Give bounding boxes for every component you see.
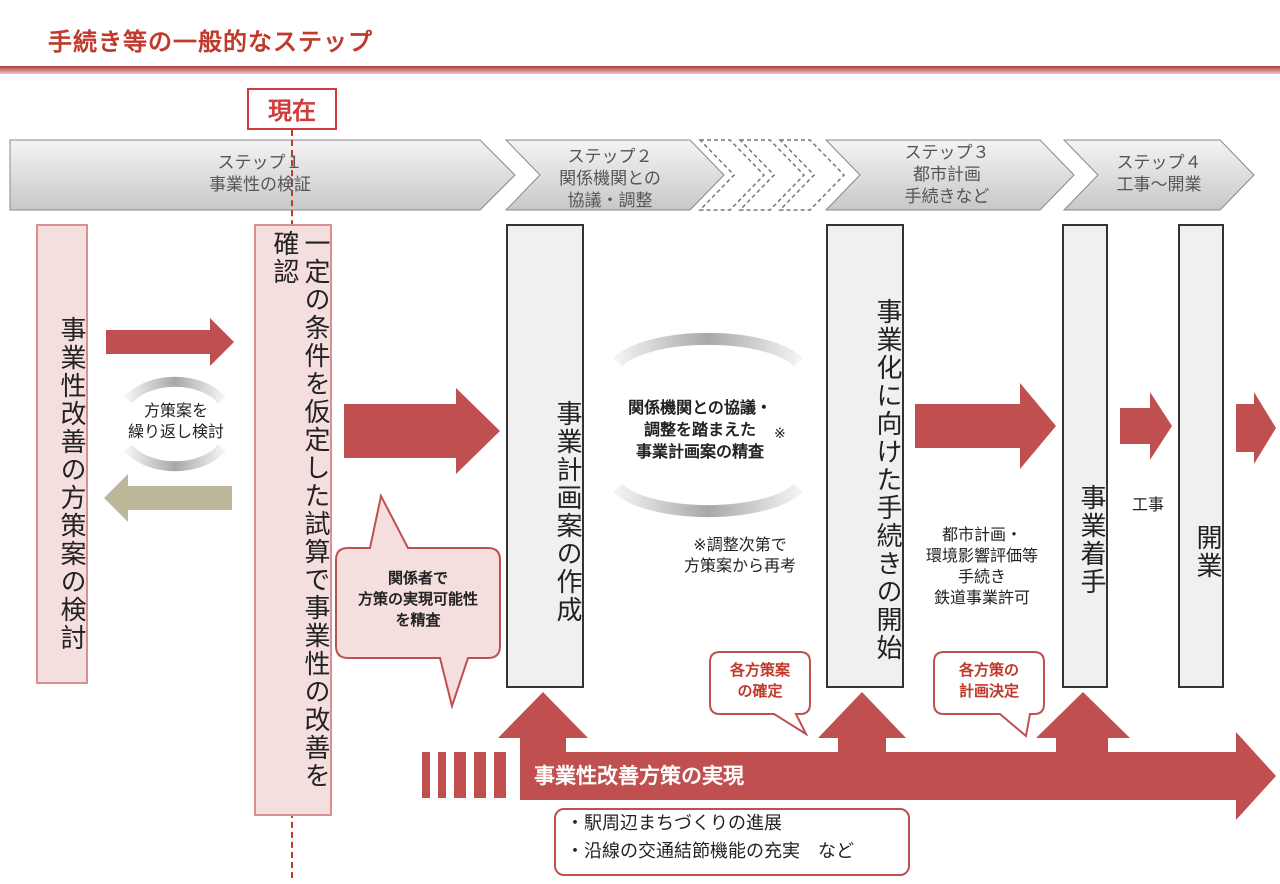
bullets-box: ・駅周辺まちづくりの進展 ・沿線の交通結節機能の充実 など [554, 808, 910, 876]
red-arrow-main [344, 388, 500, 474]
note-line2: 方策案から再考 [683, 556, 796, 575]
callout-a-text: 各方策案 の確定 [710, 660, 810, 702]
step2-subtitle-1: 関係機関との [559, 169, 661, 189]
callout-b-line2: 計画決定 [958, 682, 1019, 700]
step2-chevron [504, 139, 725, 211]
step4-chevron [1062, 139, 1255, 211]
procedures-text: 都市計画・ 環境影響評価等 手続き 鉄道事業許可 [904, 524, 1060, 608]
plan-box: 事業計画案の作成 [506, 224, 584, 688]
step1-title: ステップ１ [217, 153, 303, 173]
callout-left-shape [335, 493, 501, 710]
loop-left-line2: 繰り返し検討 [127, 422, 224, 441]
start-box: 事業着手 [1062, 224, 1108, 688]
olive-arrow-left-small [104, 474, 232, 522]
step1-chevron [9, 139, 516, 211]
step1-subtitle: 事業性の検証 [209, 175, 311, 195]
red-arrow-procedure [915, 383, 1056, 469]
improvement-box: 事業性改善の方策案の検討 [36, 224, 88, 684]
callout-left-line1: 関係者で [387, 569, 448, 587]
red-arrow-right-small [106, 318, 234, 366]
title-divider [0, 66, 1280, 74]
bullet-item: ・駅周辺まちづくりの進展 [566, 813, 782, 834]
callout-left-text: 関係者で 方策の実現可能性 を精査 [336, 568, 500, 631]
step2-title: ステップ２ [567, 147, 653, 167]
bullet-item: ・沿線の交通結節機能の充実 など [566, 841, 854, 862]
procedures-line4: 鉄道事業許可 [933, 588, 1030, 607]
callout-b-line1: 各方策の [958, 661, 1019, 679]
big-arrow [498, 692, 1276, 820]
step2-subtitle-2: 協議・調整 [567, 191, 653, 211]
loop-center-text: 関係機関との協議・ 調整を踏まえた 事業計画案の精査 [600, 397, 800, 463]
open-box: 開業 [1178, 224, 1224, 688]
loop-left-text: 方策案を 繰り返し検討 [106, 400, 246, 442]
callout-left-line3: を精査 [395, 611, 441, 629]
procedure-box: 事業化に向けた手続きの開始 [826, 224, 904, 688]
loop-center-line3: 事業計画案の精査 [635, 442, 764, 461]
step3-title: ステップ３ [904, 143, 990, 163]
step4-subtitle: 工事～開業 [1116, 175, 1202, 195]
step3-label: ステップ３ 都市計画 手続きなど [872, 142, 1022, 208]
step2-label: ステップ２ 関係機関との 協議・調整 [540, 146, 680, 212]
confirm-box: 一定の条件を仮定した試算で事業性の改善を確認 [254, 224, 332, 816]
procedures-line3: 手続き [957, 567, 1006, 586]
current-marker: 現在 [247, 88, 337, 130]
loop-left-line1: 方策案を [143, 401, 208, 420]
step4-title: ステップ４ [1116, 153, 1202, 173]
dashed-chevrons [698, 139, 846, 211]
procedures-line2: 環境影響評価等 [925, 546, 1038, 565]
big-arrow-dashes [422, 752, 506, 798]
step1-label: ステップ１ 事業性の検証 [140, 152, 380, 196]
callout-b-text: 各方策の 計画決定 [934, 660, 1044, 702]
step3-subtitle-1: 都市計画 [913, 165, 981, 185]
page-title: 手続き等の一般的なステップ [48, 28, 373, 56]
big-arrow-label: 事業性改善方策の実現 [534, 764, 744, 788]
red-arrow-construction [1120, 392, 1172, 460]
note-line1: ※調整次第で [693, 535, 787, 554]
loop-center-mark: ※ [774, 426, 786, 442]
step3-chevron [824, 139, 1075, 211]
step4-label: ステップ４ 工事～開業 [1096, 152, 1222, 196]
step3-subtitle-2: 手続きなど [904, 187, 990, 207]
loop-center-line1: 関係機関との協議・ [628, 398, 772, 417]
procedures-line1: 都市計画・ [941, 525, 1022, 544]
callout-a-shape [709, 651, 811, 737]
construction-label: 工事 [1131, 495, 1164, 514]
callout-b-shape [933, 651, 1045, 738]
callout-left-line2: 方策の実現可能性 [357, 590, 478, 608]
red-arrow-end [1236, 392, 1276, 464]
loop-center-line2: 調整を踏まえた [643, 420, 756, 439]
note-text: ※調整次第で 方策案から再考 [660, 534, 820, 576]
callout-a-line1: 各方策案 [729, 661, 790, 679]
callout-a-line2: の確定 [737, 682, 783, 700]
